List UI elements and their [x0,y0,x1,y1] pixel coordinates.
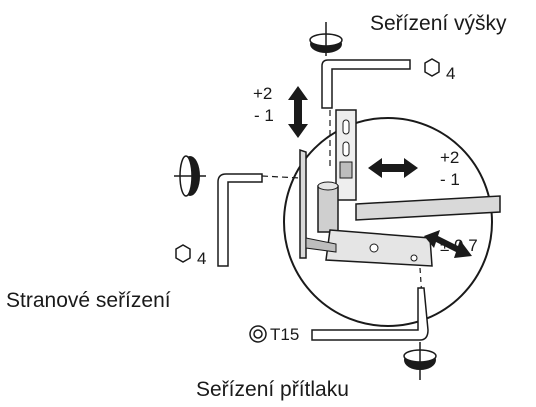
double-arrow-icon [288,86,308,138]
height-tool-size: 4 [446,64,455,83]
label-pressure-adjust: Seřízení přítlaku [196,378,349,401]
vertical-minus: - 1 [254,106,274,125]
hinge-mechanism [299,109,501,267]
horizontal-minus: - 1 [440,170,460,189]
side-tool-size: 4 [197,249,206,268]
double-arrow-icon [424,230,472,258]
hex-key-left [217,173,263,267]
vertical-plus: +2 [253,84,272,103]
hexagon-icon [175,244,191,263]
detail-circle [283,117,493,327]
label-side-adjust: Stranové seřízení [6,289,171,312]
double-arrow-icon [368,158,418,178]
hex-key-top [321,59,411,109]
rotate-icon [403,342,437,380]
torx-size: T15 [270,325,299,344]
rotate-icon [174,155,206,197]
horizontal-plus: +2 [440,148,459,167]
guide-line-horizontal [261,175,301,179]
torx-icon [249,325,267,343]
label-height-adjust: Seřízení výšky [370,12,507,35]
hexagon-icon [424,58,440,77]
rotate-icon [309,22,343,56]
torx-key [311,287,429,341]
